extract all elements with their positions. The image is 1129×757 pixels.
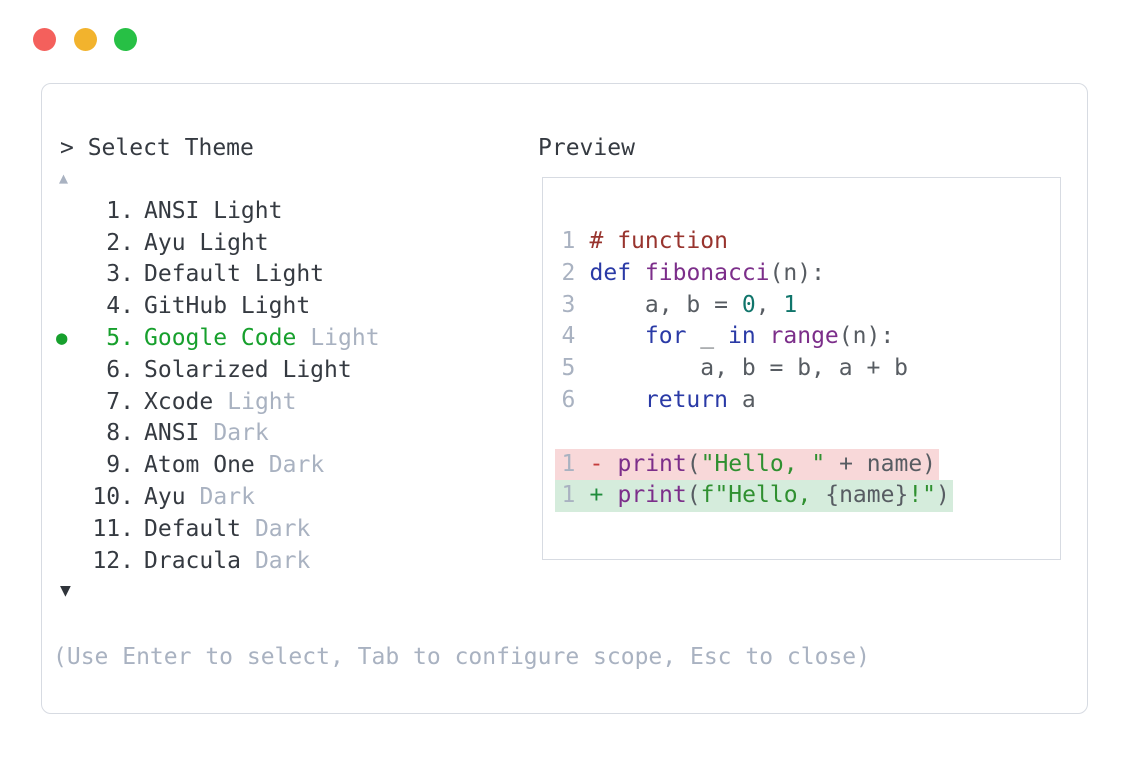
line-number: 1 (561, 450, 576, 477)
theme-option[interactable]: 7. Xcode Light (42, 386, 542, 418)
theme-name: ANSI (144, 420, 200, 447)
line-number: 3 (561, 291, 576, 318)
diff-plus-sign: + (589, 482, 604, 509)
theme-number: 1. (106, 197, 134, 224)
theme-number: 2. (106, 229, 134, 256)
theme-option[interactable]: 11. Default Dark (42, 513, 542, 545)
keyboard-hint: (Use Enter to select, Tab to configure s… (53, 644, 870, 670)
theme-option[interactable]: 9. Atom One Dark (42, 449, 542, 481)
theme-number: 3. (106, 261, 134, 288)
scroll-down-icon[interactable]: ▼ (60, 580, 71, 601)
close-button[interactable] (33, 28, 56, 51)
picker-prompt: > Select Theme (60, 135, 254, 161)
window-controls (33, 28, 137, 51)
line-number: 1 (561, 228, 576, 254)
theme-number: 11. (92, 515, 134, 542)
theme-name: Ayu Light (144, 229, 269, 256)
code-line: 1# function (543, 226, 1060, 258)
theme-option[interactable]: ● 5. Google Code Light (42, 322, 542, 354)
theme-name: GitHub Light (144, 293, 311, 320)
theme-option[interactable]: 3. Default Light (42, 259, 542, 291)
zoom-button[interactable] (114, 28, 137, 51)
diff-minus-sign: - (589, 450, 604, 477)
theme-number: 8. (106, 420, 134, 447)
diff-highlight: 1-print("Hello, " + name) (554, 448, 940, 481)
theme-variant: Light (310, 325, 380, 352)
theme-number: 4. (106, 293, 134, 320)
theme-number: 9. (106, 452, 134, 479)
theme-name: ANSI Light (144, 197, 283, 224)
theme-picker-dialog: > Select Theme ▲ 1. ANSI Light 2. Ayu Light… (41, 83, 1088, 714)
code-line: 3 a, b = 0, 1 (543, 290, 1060, 322)
scroll-up-icon[interactable]: ▲ (59, 169, 69, 187)
theme-variant: Dark (268, 452, 325, 479)
theme-name: Default (144, 515, 241, 542)
theme-number: 12. (92, 547, 134, 574)
diff-highlight: 1+print(f"Hello, {name}!") (554, 480, 953, 513)
theme-number: 5. (106, 325, 134, 352)
line-number: 1 (561, 482, 576, 509)
preview-label: Preview (538, 135, 635, 161)
theme-name: Atom One (144, 452, 255, 479)
theme-name: Default Light (144, 261, 325, 288)
line-number: 6 (561, 386, 576, 413)
theme-option[interactable]: 6. Solarized Light (42, 354, 542, 386)
theme-name: Ayu (144, 484, 186, 511)
theme-option[interactable]: 10. Ayu Dark (42, 481, 542, 513)
theme-variant: Dark (254, 547, 311, 574)
code-line: 6 return a (543, 385, 1060, 417)
theme-option[interactable]: 8. ANSI Dark (42, 418, 542, 450)
theme-number: 10. (92, 484, 134, 511)
theme-option[interactable]: 2. Ayu Light (42, 227, 542, 259)
diff-line-added: 1+print(f"Hello, {name}!") (543, 480, 1060, 513)
minimize-button[interactable] (73, 28, 97, 51)
diff-line-removed: 1-print("Hello, " + name) (543, 448, 1060, 481)
theme-variant: Light (227, 388, 297, 415)
theme-option[interactable]: 12. Dracula Dark (42, 545, 542, 577)
theme-name: Google Code (144, 325, 297, 352)
line-number: 2 (561, 259, 576, 286)
theme-variant: Dark (199, 484, 255, 511)
theme-name: Xcode (144, 388, 214, 415)
line-number: 5 (561, 355, 576, 382)
theme-variant: Dark (254, 515, 311, 542)
selected-bullet-icon: ● (56, 327, 68, 350)
blank-line (543, 417, 1060, 449)
theme-option[interactable]: 1. ANSI Light (42, 195, 542, 227)
theme-name: Solarized Light (144, 356, 352, 383)
theme-number: 7. (106, 388, 134, 415)
theme-option[interactable]: 4. GitHub Light (42, 290, 542, 322)
theme-name: Dracula (144, 547, 241, 574)
theme-number: 6. (106, 356, 134, 383)
theme-variant: Dark (213, 420, 269, 447)
code-line: 4 for _ in range(n): (543, 321, 1060, 353)
code-line: 5 a, b = b, a + b (543, 353, 1060, 385)
line-number: 4 (561, 323, 576, 350)
